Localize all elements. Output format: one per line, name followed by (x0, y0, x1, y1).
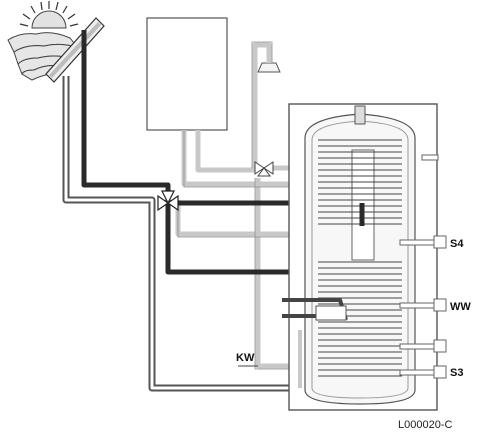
solar-coil (318, 261, 402, 377)
label-kw: KW (236, 352, 255, 364)
inner-tubes (282, 203, 365, 388)
mixing-valve-icon (254, 161, 274, 177)
storage-tank-icon (288, 103, 438, 411)
three-way-valve-icon (157, 190, 179, 212)
sun-icon (19, 1, 79, 29)
domestic-water-pipes-outline (177, 41, 338, 370)
solar-collector-icon (45, 17, 105, 83)
sensor-stubs (399, 154, 447, 379)
shower-icon (257, 62, 281, 73)
label-s3: S3 (450, 367, 463, 379)
drawing-reference: L000020-C (398, 419, 452, 431)
boiler-icon (146, 17, 228, 131)
label-s4: S4 (450, 238, 464, 250)
heat-exchanger-coil (318, 139, 402, 225)
label-ww: WW (450, 301, 471, 313)
roof-icon (7, 32, 80, 81)
